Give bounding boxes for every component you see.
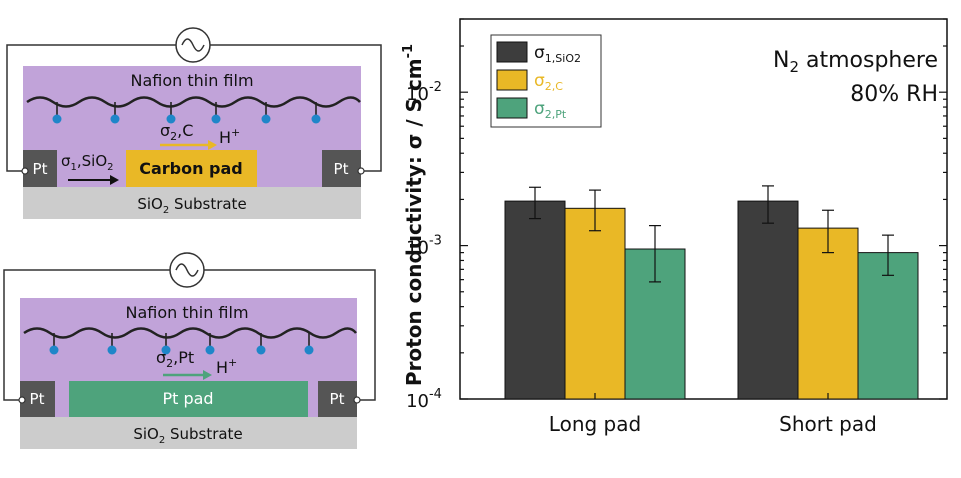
proton-label: H+ xyxy=(219,126,240,147)
legend-swatch-2 xyxy=(496,97,528,119)
legend-label-0: σ1,SiO2 xyxy=(534,43,581,65)
sulfonate-dot xyxy=(205,345,215,355)
annotation-rh: 80% RH xyxy=(850,82,938,107)
pt-pad xyxy=(69,381,308,417)
sulfonate-dot xyxy=(166,114,176,124)
bar-0-1 xyxy=(737,200,799,400)
right-pt-electrode xyxy=(318,381,357,417)
substrate xyxy=(20,417,357,449)
sulfonate-dot xyxy=(107,345,117,355)
error-bars xyxy=(529,185,894,283)
film-label: Nafion thin film xyxy=(130,71,253,90)
x-tick-label-0: Long pad xyxy=(549,412,641,436)
y-tick-label-2: 10-2 xyxy=(406,80,442,105)
legend-swatch-1 xyxy=(496,69,528,91)
x-axis: Long pad Short pad xyxy=(549,393,877,436)
wire-right xyxy=(204,269,376,401)
sulfonate-dot xyxy=(161,345,171,355)
pt-pad-diagram: Nafion thin film Pt Pt Pt pad SiO2 Subst… xyxy=(3,252,376,449)
y-axis-label: Proton conductivity: σ / S cm-1 xyxy=(401,44,426,386)
left-pt-electrode xyxy=(23,150,57,187)
y-tick-label-1: 10-3 xyxy=(406,234,442,259)
arrow-head xyxy=(110,175,119,185)
proton-label: H+ xyxy=(216,356,237,377)
legend-label-1: σ2,C xyxy=(534,71,563,93)
right-pt-electrode xyxy=(322,150,361,187)
film-label: Nafion thin film xyxy=(125,303,248,322)
annotation-atmosphere: N2 atmosphere xyxy=(773,48,938,76)
carbon-pad xyxy=(126,150,257,187)
substrate-label: SiO2 Substrate xyxy=(137,195,246,216)
bar-1-1 xyxy=(797,227,859,400)
sulfonate-dot xyxy=(211,114,221,124)
substrate-label: SiO2 Substrate xyxy=(133,425,242,446)
sulfonate-dot xyxy=(311,114,321,124)
substrate xyxy=(23,187,361,219)
right-electrode-label: Pt xyxy=(330,390,345,408)
y-axis: 10-4 10-3 10-2 xyxy=(406,18,947,412)
sine-wave-icon xyxy=(181,38,205,52)
left-electrode-label: Pt xyxy=(30,390,45,408)
arrow-head xyxy=(203,370,212,380)
right-electrode-label: Pt xyxy=(334,160,349,178)
plot-frame xyxy=(459,18,948,400)
wire-left xyxy=(6,44,176,172)
wire-left xyxy=(3,269,170,401)
pad-label: Pt pad xyxy=(162,389,213,408)
sulfonate-dot xyxy=(304,345,314,355)
sulfonate-dot xyxy=(261,114,271,124)
x-tick-label-1: Short pad xyxy=(779,412,877,436)
polymer-chain xyxy=(26,96,361,108)
left-pt-electrode xyxy=(20,381,55,417)
sulfonate-dot xyxy=(49,345,59,355)
legend-swatch-0 xyxy=(496,41,528,63)
bar-2-1 xyxy=(857,252,919,400)
sine-wave-icon xyxy=(175,263,199,277)
carbon-pad-diagram: Nafion thin film Pt Pt Carbon pad SiO2 S… xyxy=(6,27,382,219)
bars xyxy=(504,200,919,400)
conductivity-bar-chart: 10-4 10-3 10-2 Long pad Short pad σ1,SiO2 σ2… xyxy=(401,18,948,436)
wire-right xyxy=(210,44,382,172)
legend-label-2: σ2,Pt xyxy=(534,99,567,121)
pad-sigma-label: σ2,C xyxy=(160,121,193,143)
polymer-chain xyxy=(23,327,357,339)
bar-0-0 xyxy=(504,200,566,400)
sulfonate-dot xyxy=(52,114,62,124)
sulfonate-groups xyxy=(52,102,321,124)
y-tick-label-0: 10-4 xyxy=(406,387,442,412)
left-electrode-label: Pt xyxy=(33,160,48,178)
bar-1-0 xyxy=(564,207,626,400)
legend: σ1,SiO2 σ2,C σ2,Pt xyxy=(490,34,602,128)
arrow-head xyxy=(208,140,217,150)
pad-sigma-label: σ2,Pt xyxy=(156,348,194,370)
sulfonate-groups xyxy=(49,333,314,355)
sulfonate-dot xyxy=(110,114,120,124)
pad-label: Carbon pad xyxy=(139,159,243,178)
sulfonate-dot xyxy=(256,345,266,355)
film-sigma-label: σ1,SiO2 xyxy=(61,152,114,173)
